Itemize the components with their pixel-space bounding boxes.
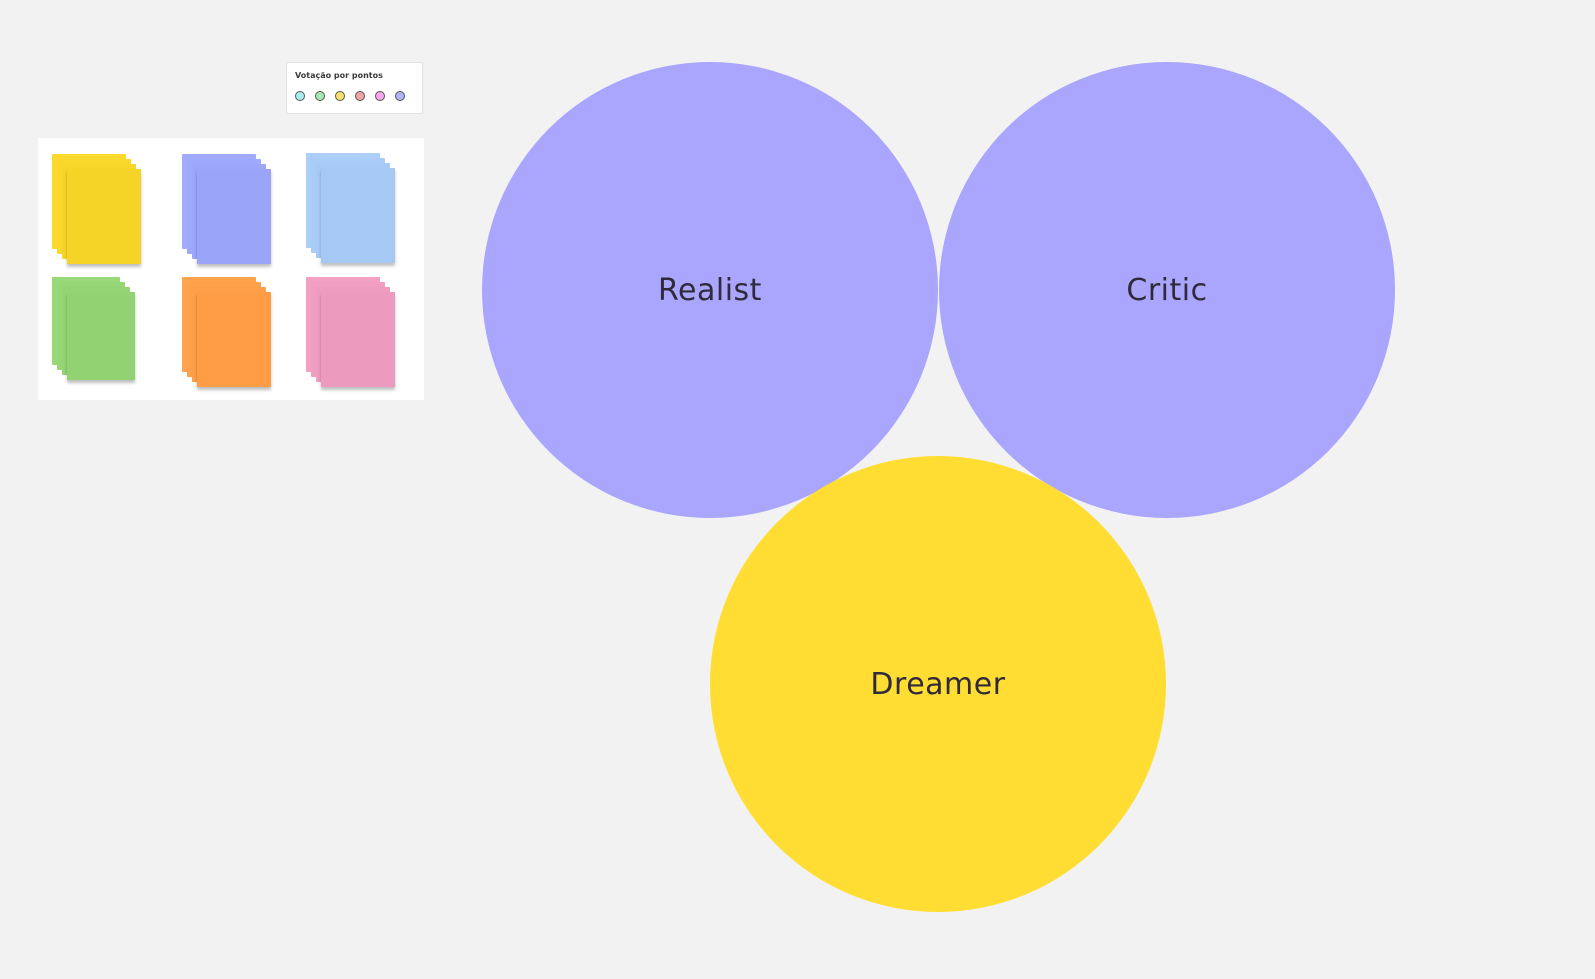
sticky-note: [321, 292, 395, 387]
yellow-dot[interactable]: [335, 91, 345, 101]
critic-label: Critic: [1126, 272, 1208, 308]
dot-voting-dots: [295, 91, 405, 101]
realist-circle[interactable]: Realist: [482, 62, 938, 518]
realist-label: Realist: [658, 272, 762, 308]
sticky-note: [67, 292, 135, 380]
red-dot[interactable]: [355, 91, 365, 101]
dreamer-label: Dreamer: [870, 666, 1006, 702]
dot-voting-title: Votação por pontos: [295, 71, 383, 80]
sticky-stack-green[interactable]: [52, 277, 150, 380]
sticky-stack-orange[interactable]: [182, 277, 286, 387]
critic-circle[interactable]: Critic: [939, 62, 1395, 518]
sticky-stack-blue[interactable]: [182, 154, 286, 264]
sticky-stack-yellow[interactable]: [52, 154, 156, 264]
sticky-note: [197, 292, 271, 387]
dreamer-circle[interactable]: Dreamer: [710, 456, 1166, 912]
sticky-note: [197, 169, 271, 264]
sticky-notes-panel: [38, 138, 424, 400]
sticky-stack-light-blue[interactable]: [306, 153, 410, 263]
sticky-note: [321, 168, 395, 263]
sticky-stack-pink[interactable]: [306, 277, 410, 387]
cyan-dot[interactable]: [295, 91, 305, 101]
dot-voting-widget[interactable]: Votação por pontos: [286, 62, 423, 114]
sticky-note: [67, 169, 141, 264]
pink-dot[interactable]: [375, 91, 385, 101]
purple-dot[interactable]: [395, 91, 405, 101]
green-dot[interactable]: [315, 91, 325, 101]
